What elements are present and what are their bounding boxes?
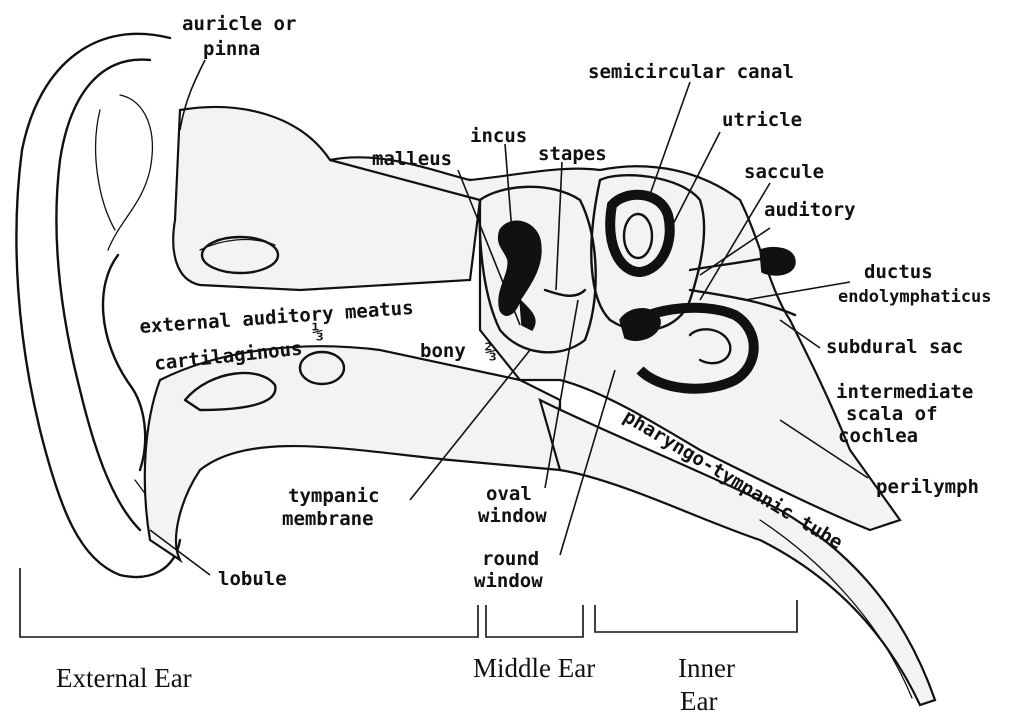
label-lobule: lobule — [218, 568, 287, 590]
label-utricle: utricle — [722, 109, 802, 131]
label-oval-line2: window — [478, 505, 547, 527]
label-auditory: auditory — [764, 199, 856, 221]
section-middle-ear: Middle Ear — [473, 653, 595, 683]
label-ductus-line2: endolymphaticus — [838, 287, 992, 307]
section-inner-ear-line1: Inner — [678, 653, 735, 683]
label-intermediate-line3: cochlea — [838, 425, 918, 447]
label-tympanic-line2: membrane — [282, 508, 374, 530]
label-bony-fraction: ⅔ — [485, 341, 496, 363]
label-malleus: malleus — [372, 148, 452, 170]
section-inner-ear-line2: Ear — [680, 686, 717, 716]
label-auricle-line1: auricle or — [182, 13, 296, 35]
label-intermediate-line2: scala of — [846, 403, 938, 425]
label-incus: incus — [470, 125, 527, 147]
label-tympanic-line1: tympanic — [288, 485, 380, 507]
label-round-line2: window — [474, 570, 543, 592]
label-auricle-line2: pinna — [203, 38, 260, 60]
label-saccule: saccule — [744, 161, 824, 183]
label-oval-line1: oval — [486, 483, 532, 505]
label-stapes: stapes — [538, 143, 607, 165]
label-round-line1: round — [482, 548, 539, 570]
label-intermediate-line1: intermediate — [836, 381, 973, 403]
label-cartilaginous-fraction: ⅓ — [312, 321, 323, 343]
label-external-auditory-meatus: external auditory meatus — [139, 297, 414, 338]
section-external-ear: External Ear — [56, 663, 192, 693]
label-subdural-sac: subdural sac — [826, 336, 963, 358]
section-labels: External Ear Middle Ear Inner Ear — [56, 653, 735, 716]
label-ductus-line1: ductus — [864, 261, 933, 283]
label-perilymph: perilymph — [876, 476, 979, 498]
section-brackets — [20, 568, 797, 637]
label-bony: bony — [420, 340, 466, 362]
label-semicircular-canal: semicircular canal — [588, 61, 794, 83]
